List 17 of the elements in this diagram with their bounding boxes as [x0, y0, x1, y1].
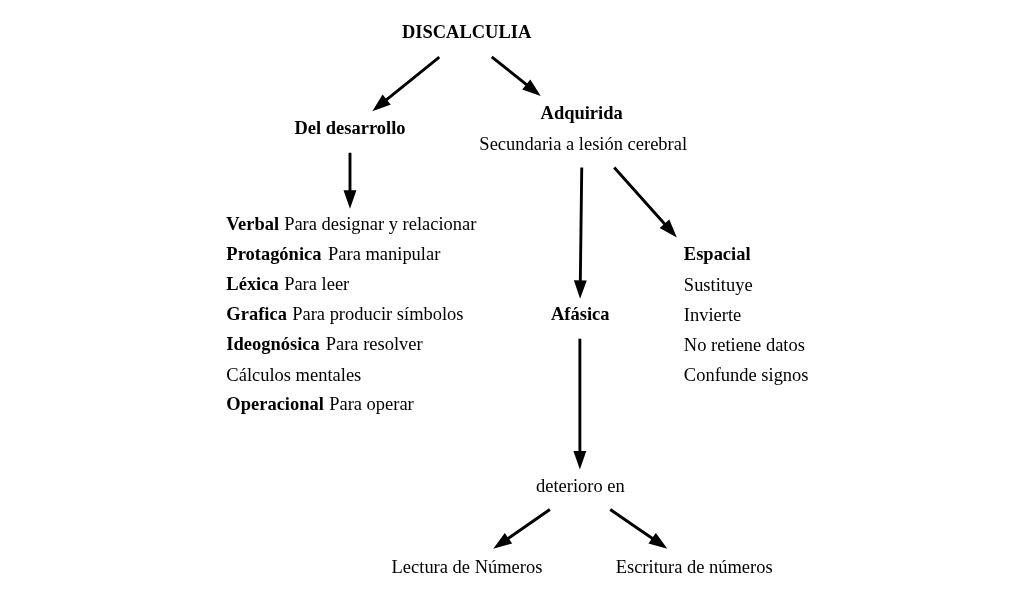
node-text: Afásica — [551, 303, 610, 324]
arrow — [573, 338, 587, 470]
arrow — [573, 167, 587, 299]
node-text: DISCALCULIA — [401, 21, 532, 42]
node-text: Lectura de Números — [391, 556, 543, 577]
node-text: Escritura de números — [615, 556, 773, 577]
arrow — [609, 508, 668, 549]
node-text: deterioro en — [535, 475, 625, 496]
arrow — [343, 152, 357, 209]
node-text: Espacial Sustituye Invierte No retiene datos Confunde signos — [683, 243, 809, 385]
node-text: Del desarrollo — [294, 117, 406, 138]
arrow — [372, 55, 441, 112]
arrow — [490, 55, 541, 97]
node-text: Verbal Para designar y relacionar Protagónica Para manipular Léxica Para leer Grafica Para producir símbolos Ideognósica Para resolver Cálculos mentales Operacional Para operar — [226, 213, 477, 414]
arrow — [493, 508, 551, 549]
node-text: Adquirida Secundaria a lesión cerebral — [479, 102, 688, 154]
arrow — [613, 166, 677, 238]
